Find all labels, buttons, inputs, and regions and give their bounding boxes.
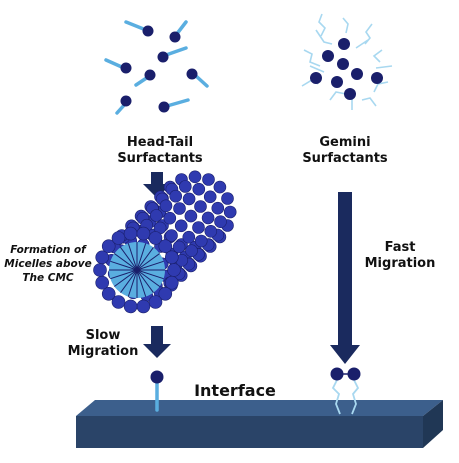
micelle-tail — [120, 247, 138, 271]
arrow-to-micelle — [143, 172, 171, 198]
micelle-tail — [136, 247, 154, 271]
micelle-sphere — [182, 230, 196, 244]
slow-migration-label: Slow Migration — [62, 328, 144, 360]
micelle-sphere — [173, 202, 186, 215]
micelle-sphere — [150, 209, 163, 222]
micelle-tail — [136, 253, 160, 271]
micelle-sphere — [221, 192, 234, 205]
head-tail-label-line1: Head-Tail — [126, 135, 194, 150]
gemini-surfactants-cluster — [301, 13, 393, 110]
micelle-formation-note: Formation of Micelles above The CMC — [2, 243, 94, 285]
gemini-surfactants-label: Gemini Surfactants — [285, 135, 405, 167]
micelle-note-line2: Micelles above — [4, 258, 92, 270]
micelle-head — [95, 250, 109, 265]
fast-label-line2: Migration — [364, 256, 436, 271]
micelle-sphere — [213, 180, 227, 194]
micelle-sphere — [163, 211, 177, 225]
micelle-head — [95, 275, 109, 290]
fast-migration-label: Fast Migration — [360, 240, 440, 272]
gemini-label-line1: Gemini — [319, 135, 371, 150]
micelle-tail — [114, 269, 138, 287]
micelle-tail — [136, 243, 147, 271]
head-tail-molecule — [169, 20, 188, 43]
head-tail-molecule — [157, 46, 188, 63]
micelle-sphere — [201, 211, 215, 225]
micelle-sphere — [179, 180, 192, 193]
micelle-sphere — [159, 199, 173, 213]
micelle-tail — [110, 269, 138, 280]
interface-head-tail-molecule — [150, 370, 164, 412]
micelle-head — [136, 299, 151, 314]
slow-label-line1: Slow — [85, 328, 121, 343]
micelle-sphere — [214, 215, 227, 228]
micelle-head — [148, 295, 163, 309]
slow-label-line2: Migration — [67, 344, 139, 359]
micelle-head — [148, 231, 163, 245]
micelle-sphere — [174, 219, 188, 233]
micelle-head — [111, 295, 126, 309]
micelle-note-line3: The CMC — [22, 272, 74, 284]
head-tail-molecule — [115, 95, 132, 115]
micelle-sphere — [188, 170, 202, 184]
micelle-tail — [136, 269, 154, 293]
gemini-label-line2: Surfactants — [302, 151, 388, 166]
micelle-sphere — [169, 189, 182, 203]
interface-label: Interface — [194, 381, 276, 400]
interface-slab — [76, 400, 443, 448]
micelle-head — [165, 275, 179, 290]
micelle-sphere — [184, 209, 198, 223]
micelle-sphere — [192, 182, 206, 196]
micelle-sphere — [223, 205, 237, 219]
micelle-tail — [136, 260, 164, 271]
head-tail-label-line2: Surfactants — [117, 151, 203, 166]
micelle-head — [123, 226, 138, 241]
head-tail-molecule — [186, 68, 209, 88]
micelle-sphere — [203, 190, 217, 204]
micelle-sphere — [172, 240, 186, 254]
micelle-head — [123, 299, 138, 314]
micelle-note-line1: Formation of — [10, 244, 86, 256]
micelle-head — [111, 231, 126, 245]
micelle-tail — [136, 269, 160, 287]
micelle-head — [93, 263, 107, 277]
micelle-sphere — [194, 234, 208, 248]
micelle-tail — [136, 269, 147, 297]
slow-migration-arrow — [143, 326, 171, 358]
micelle-head — [158, 286, 173, 301]
fast-migration-arrow — [330, 192, 360, 364]
head-tail-molecule — [134, 69, 156, 87]
micelle-sphere — [182, 192, 196, 206]
head-tail-surfactants-label: Head-Tail Surfactants — [95, 135, 225, 167]
micelle-sphere — [194, 200, 207, 213]
micelle-tail — [136, 269, 164, 280]
micelle-sphere — [204, 225, 218, 238]
micelle-tail — [127, 243, 138, 271]
head-tail-surfactants-cluster — [104, 20, 209, 115]
micelle-tail — [120, 269, 138, 293]
micelle-tail — [127, 269, 138, 297]
micelle-head — [158, 239, 173, 253]
micelle-head — [167, 263, 181, 277]
micelle-sphere — [192, 221, 205, 234]
micelle-sphere — [202, 173, 215, 186]
micelle-tail — [114, 253, 138, 271]
micelle-head — [136, 226, 151, 241]
micelle-tail — [110, 260, 138, 271]
interface-gemini-molecule — [330, 367, 361, 415]
micelle-sphere — [211, 201, 225, 215]
head-tail-molecule — [124, 20, 154, 37]
head-tail-molecule — [104, 58, 132, 74]
micelle-sphere — [185, 244, 198, 257]
micelle-sphere — [165, 229, 178, 242]
micelle-head — [101, 239, 116, 253]
gemini-heads — [310, 38, 383, 100]
micelle-head — [165, 250, 179, 265]
micelle-head — [101, 286, 116, 301]
head-tail-molecule — [158, 98, 190, 113]
micelle-cylinder — [93, 170, 237, 314]
fast-label-line1: Fast — [384, 240, 416, 255]
